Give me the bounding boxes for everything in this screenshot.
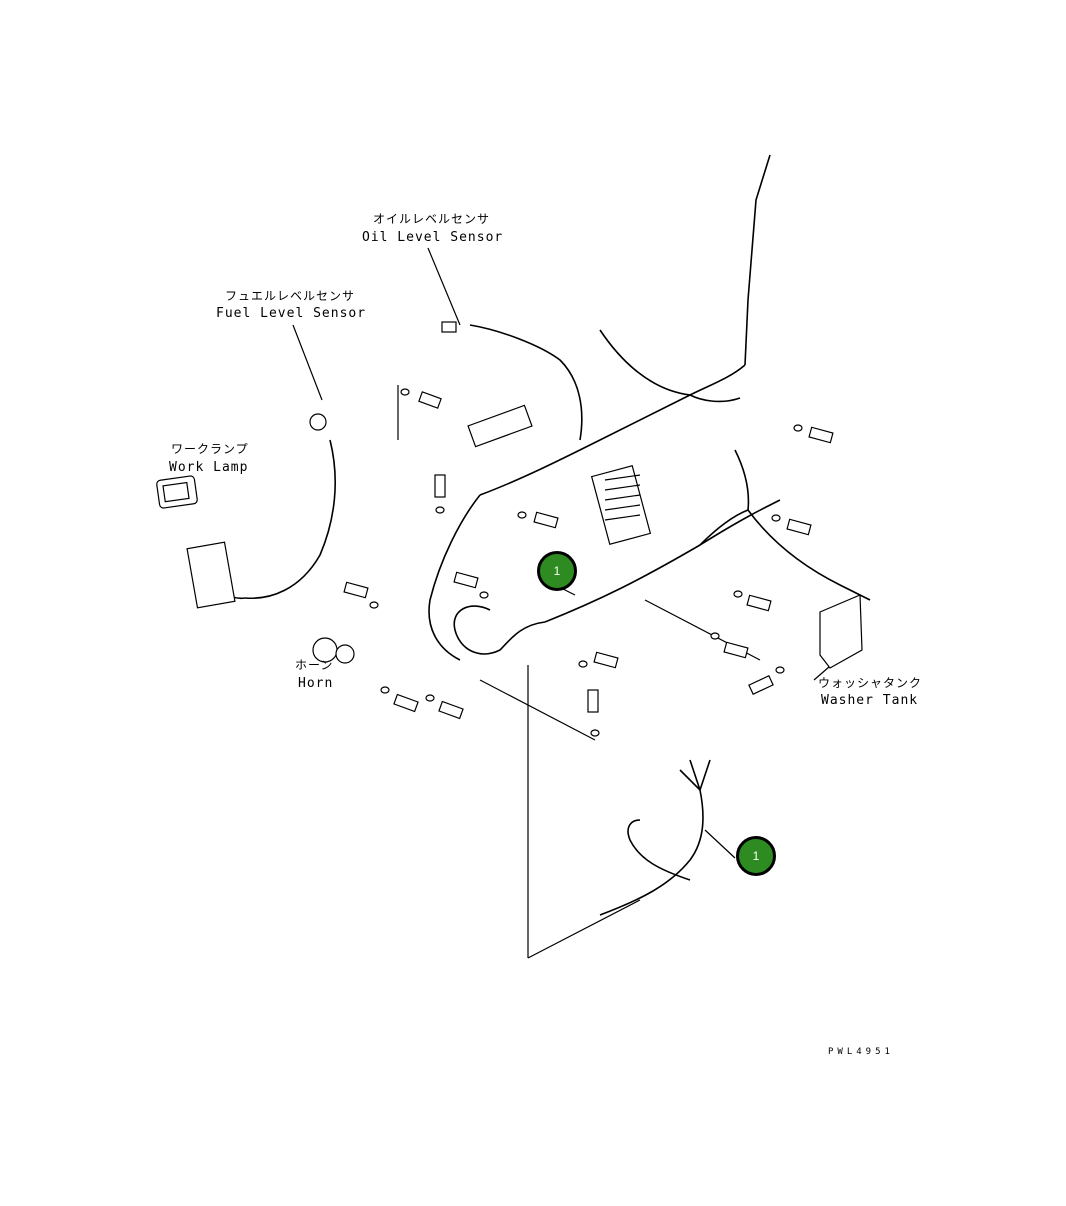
washer-tank-label: Washer Tank bbox=[821, 693, 919, 708]
bolts bbox=[343, 391, 834, 720]
connector-block bbox=[467, 404, 533, 448]
work-lamp-label-jp: ワークランプ bbox=[171, 442, 249, 456]
fuel-level-sensor bbox=[309, 413, 327, 431]
callout-1-main-harness[interactable]: 1 bbox=[537, 551, 577, 591]
drawing-code: PWL4951 bbox=[828, 1047, 894, 1057]
washer-tank bbox=[819, 594, 863, 669]
horn-label: Horn bbox=[298, 676, 334, 691]
fuel-level-sensor-label: Fuel Level Sensor bbox=[216, 306, 367, 321]
main-harness bbox=[544, 499, 781, 623]
relay-panel bbox=[186, 541, 236, 609]
washer-tank-label-jp: ウォッシャタンク bbox=[818, 676, 923, 690]
callout-1-sub-harness[interactable]: 1 bbox=[736, 836, 776, 876]
sub-harness bbox=[599, 789, 704, 916]
oil-level-sensor-label-jp: オイルレベルセンサ bbox=[373, 212, 491, 226]
washers bbox=[369, 388, 803, 737]
oil-level-sensor bbox=[441, 321, 457, 333]
work-lamp-label: Work Lamp bbox=[169, 460, 249, 475]
oil-level-sensor-label: Oil Level Sensor bbox=[362, 230, 504, 245]
horn-label-jp: ホーン bbox=[295, 658, 334, 672]
fuel-level-sensor-label-jp: フュエルレベルセンサ bbox=[225, 289, 356, 303]
